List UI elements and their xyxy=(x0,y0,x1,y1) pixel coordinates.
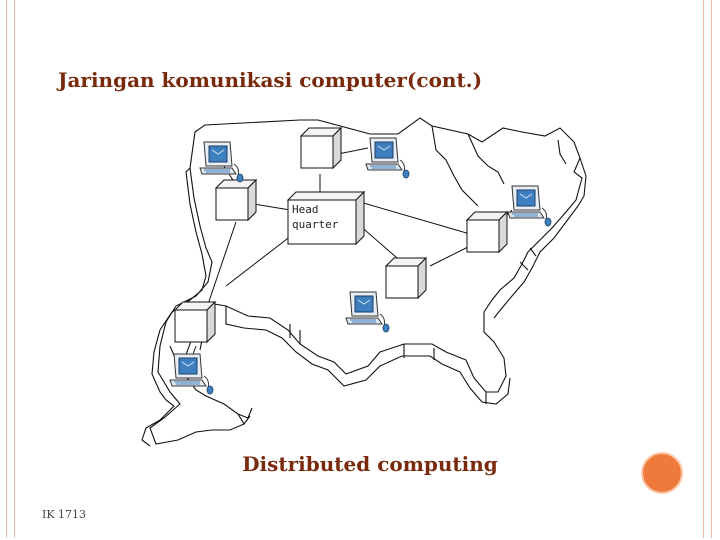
server-cube-icon xyxy=(215,179,257,221)
server-cube-icon xyxy=(385,257,427,299)
slide-title: Jaringan komunikasi computer(cont.) xyxy=(58,68,483,92)
hq-label-line1: Head xyxy=(292,203,319,216)
computer-terminal-icon xyxy=(365,137,410,179)
slide-border-outer xyxy=(6,0,712,538)
hq-label-line2: quarter xyxy=(292,218,339,231)
computer-terminal-icon xyxy=(199,141,244,183)
slide-footer: IK 1713 xyxy=(42,508,87,521)
headquarter-node: Head quarter xyxy=(286,190,366,246)
computer-terminal-icon xyxy=(345,291,390,333)
computer-terminal-icon xyxy=(507,185,552,227)
slide-border-inner xyxy=(14,0,704,538)
diagram-caption: Distributed computing xyxy=(242,452,498,476)
usa-map-outline xyxy=(141,117,587,447)
decorative-circle xyxy=(641,452,683,494)
computer-terminal-icon xyxy=(169,353,214,395)
server-cube-icon xyxy=(466,211,508,253)
server-cube-icon xyxy=(174,301,216,343)
server-cube-icon xyxy=(300,127,342,169)
